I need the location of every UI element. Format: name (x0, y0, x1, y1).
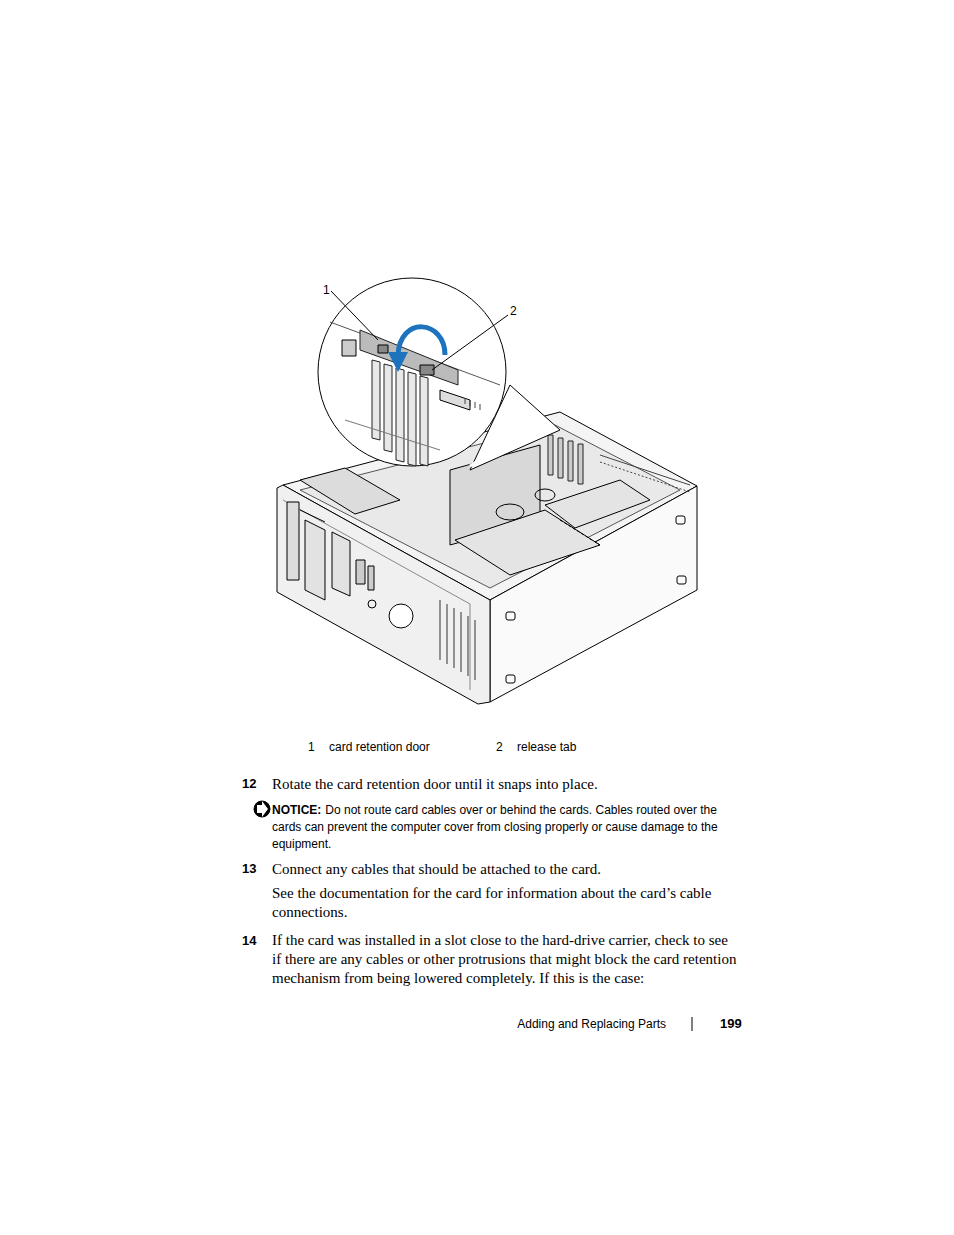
part-name: card retention door (329, 739, 430, 755)
part-name: release tab (517, 739, 576, 755)
step-text: Rotate the card retention door until it … (272, 774, 598, 794)
step-number: 12 (242, 775, 256, 792)
page-number: 199 (720, 1015, 742, 1032)
notice-text: Do not route card cables over or behind … (272, 803, 718, 851)
step-text: Connect any cables that should be attach… (272, 859, 601, 879)
step-text: If the card was installed in a slot clos… (272, 931, 740, 988)
notice-block: NOTICE:Do not route card cables over or … (272, 802, 740, 853)
step-number: 13 (242, 860, 256, 877)
footer-section: Adding and Replacing Parts (517, 1016, 666, 1032)
notice-heading: NOTICE: (272, 803, 321, 817)
step-text: See the documentation for the card for i… (272, 884, 740, 922)
callout-number: 1 (323, 282, 330, 298)
legend-number: 2 (496, 739, 503, 755)
legend-number: 1 (308, 739, 315, 755)
callout-number: 2 (510, 303, 517, 319)
step-number: 14 (242, 932, 256, 949)
